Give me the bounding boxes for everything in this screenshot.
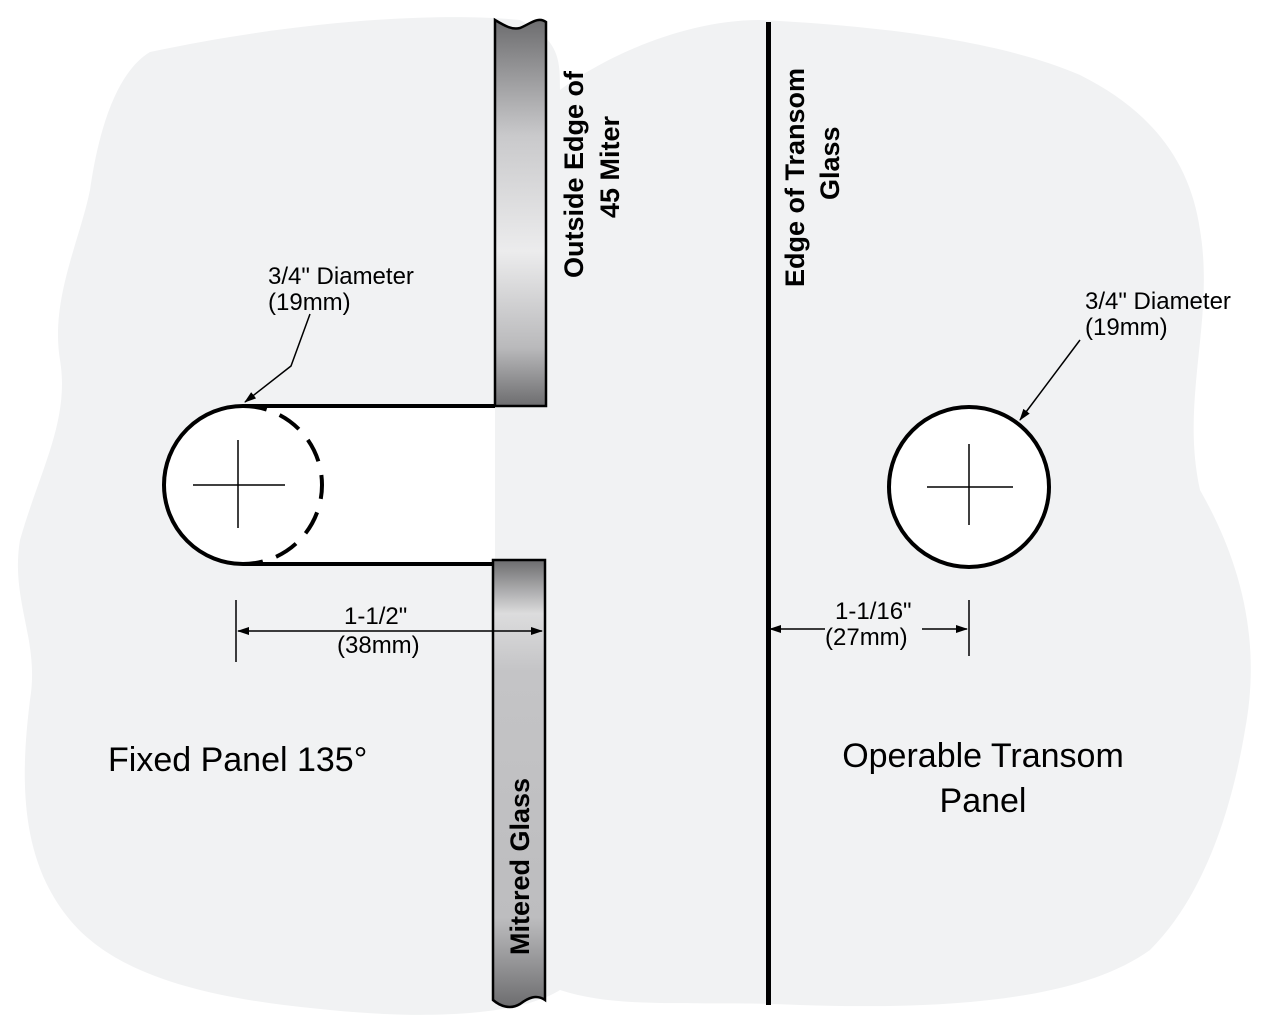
- glass-top-label-2: 45 Miter: [595, 115, 625, 218]
- right-dim-label-1: 1-1/16": [835, 598, 912, 625]
- transom-edge-label-2: Glass: [815, 126, 845, 200]
- right-diameter-label-2: (19mm): [1085, 314, 1168, 341]
- glass-top-label-1: Outside Edge of: [559, 70, 589, 278]
- right-diameter-label-1: 3/4" Diameter: [1085, 288, 1231, 315]
- glass-bottom-label: Mitered Glass: [505, 778, 535, 955]
- transom-edge-line: [766, 22, 771, 1005]
- left-panel-title: Fixed Panel 135°: [108, 741, 367, 779]
- dashed-arc: [242, 404, 324, 566]
- right-panel-title-2: Panel: [940, 782, 1027, 820]
- left-diameter-label-1: 3/4" Diameter: [268, 263, 414, 290]
- left-diameter-leader: [244, 313, 311, 403]
- right-dim-label-2: (27mm): [825, 624, 908, 651]
- left-dim-label-1: 1-1/2": [344, 603, 407, 630]
- right-diameter-leader: [1019, 339, 1081, 421]
- background-blob: [17, 17, 1251, 1015]
- transom-edge-label-1: Edge of Transom: [780, 68, 810, 287]
- glass-lower: [491, 558, 547, 1009]
- glass-upper: [493, 17, 548, 408]
- right-panel-title-1: Operable Transom: [842, 737, 1124, 775]
- left-diameter-label-2: (19mm): [268, 289, 351, 316]
- left-dim-label-2: (38mm): [337, 632, 420, 659]
